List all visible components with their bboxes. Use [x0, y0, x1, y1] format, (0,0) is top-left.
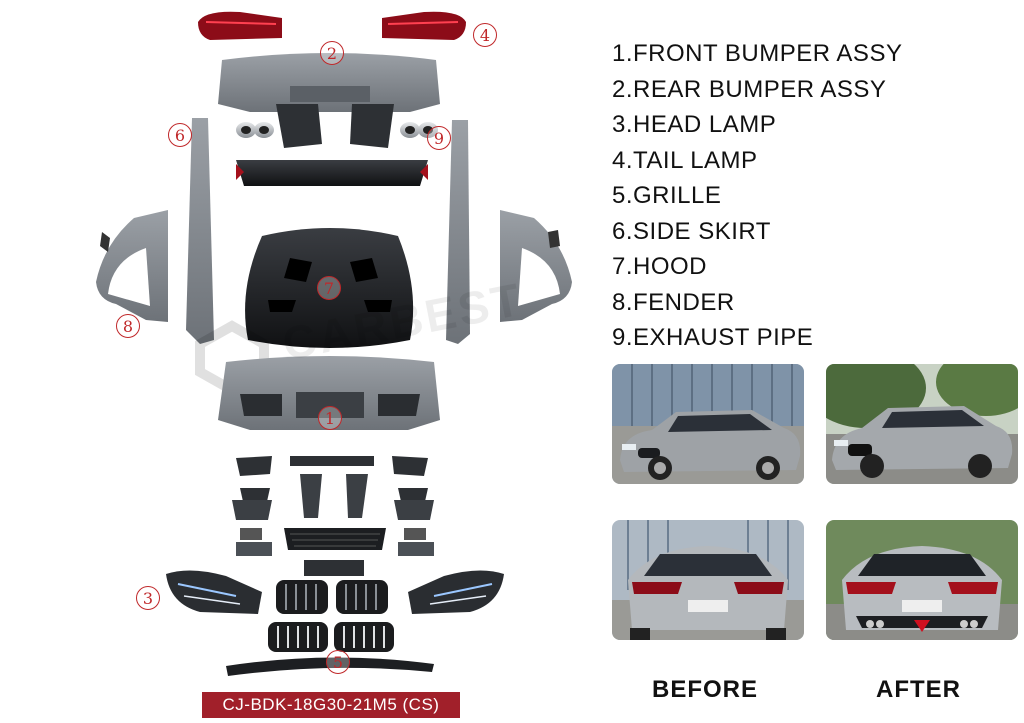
marker-8: 8 [116, 314, 140, 338]
tail-lamp-left [198, 11, 282, 40]
marker-1: 1 [318, 406, 342, 430]
before-rear-photo [612, 520, 804, 640]
side-skirt-right [446, 120, 470, 344]
rear-diffuser [236, 160, 428, 186]
kidney-grille-1 [276, 580, 388, 614]
parts-list-item: 4.TAIL LAMP [612, 146, 758, 174]
parts-list-item: 5.GRILLE [612, 182, 722, 209]
parts-list-item: 6.SIDE SKIRT [612, 217, 771, 245]
before-front-photo [612, 364, 804, 484]
lower-grille [284, 528, 386, 550]
marker-9: 9 [427, 126, 451, 150]
after-caption: AFTER [876, 676, 961, 703]
marker-7: 7 [317, 276, 341, 300]
parts-list: 1.FRONT BUMPER ASSY 2.REAR BUMPER ASSY 3… [612, 36, 902, 356]
tail-lamp-right [382, 11, 466, 40]
after-rear-photo [826, 520, 1018, 640]
parts-list-item: 3.HEAD LAMP [612, 111, 777, 138]
side-skirt-left [186, 118, 214, 344]
parts-list-item: 7.HOOD [612, 253, 708, 280]
marker-5: 5 [326, 650, 350, 674]
parts-list-item: 9.EXHAUST PIPE [612, 324, 814, 351]
product-code: CJ-BDK-18G30-21M5 (CS) [202, 692, 460, 718]
parts-list-item: 8.FENDER [612, 288, 735, 316]
kidney-grille-2 [268, 622, 394, 652]
marker-6: 6 [168, 123, 192, 147]
marker-3: 3 [136, 586, 160, 610]
exhaust-pipe-left [236, 122, 274, 138]
small-parts [232, 456, 434, 576]
head-lamp-right [408, 570, 504, 614]
front-bumper [218, 356, 440, 430]
parts-list-item: 1.FRONT BUMPER ASSY [612, 40, 903, 67]
before-caption: BEFORE [652, 676, 759, 703]
marker-2: 2 [320, 41, 344, 65]
marker-4: 4 [473, 23, 497, 47]
head-lamp-left [166, 570, 262, 614]
fender-left [96, 210, 168, 322]
parts-list-item: 2.REAR BUMPER ASSY [612, 75, 887, 103]
fender-right [500, 210, 572, 322]
after-front-photo [826, 364, 1018, 484]
rear-bumper [218, 53, 440, 112]
